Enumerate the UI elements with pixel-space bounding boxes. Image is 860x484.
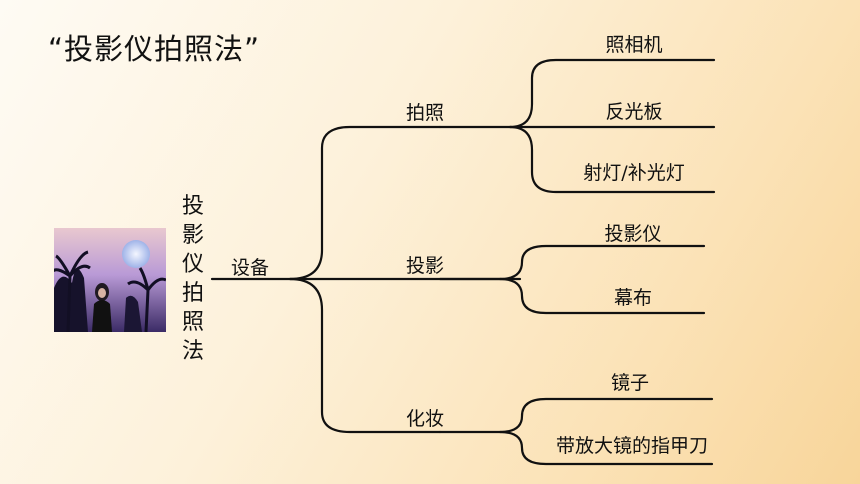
leaf-label: 射灯/补光灯 <box>583 162 685 184</box>
vertical-title-char: 投 <box>181 194 204 219</box>
vertical-title-char: 影 <box>181 223 204 248</box>
vertical-title: 投 影 仪 拍 照 法 <box>178 192 208 366</box>
branch-makeup-bracket <box>438 397 714 434</box>
branch-label-makeup: 化妆 <box>405 408 445 430</box>
root-connector-down <box>288 277 442 434</box>
leaf-label: 带放大镜的指甲刀 <box>555 435 709 457</box>
slide-title: “投影仪拍照法” <box>48 32 261 66</box>
vertical-title-char: 拍 <box>181 281 204 306</box>
leaf-label: 镜子 <box>610 372 650 394</box>
branch-project-bracket <box>438 244 706 281</box>
leaf-label: 照相机 <box>605 34 663 56</box>
photo-thumbnail <box>54 228 166 332</box>
branch-label-photo: 拍照 <box>405 102 445 124</box>
leaf-label: 投影仪 <box>604 223 662 245</box>
branch-makeup-bottom <box>498 430 714 466</box>
vertical-title-char: 照 <box>181 310 204 335</box>
branch-photo-bottom <box>508 125 716 194</box>
root-connector <box>210 125 442 281</box>
leaf-label: 幕布 <box>613 287 653 309</box>
branch-label-project: 投影 <box>405 255 445 277</box>
branch-photo-bracket <box>438 58 716 129</box>
vertical-title-char: 法 <box>181 339 204 364</box>
leaf-label: 反光板 <box>605 101 663 123</box>
mindmap-root-label: 设备 <box>230 257 270 279</box>
vertical-title-char: 仪 <box>181 252 204 277</box>
photo-icon <box>54 228 166 332</box>
branch-project-bottom <box>498 277 706 315</box>
